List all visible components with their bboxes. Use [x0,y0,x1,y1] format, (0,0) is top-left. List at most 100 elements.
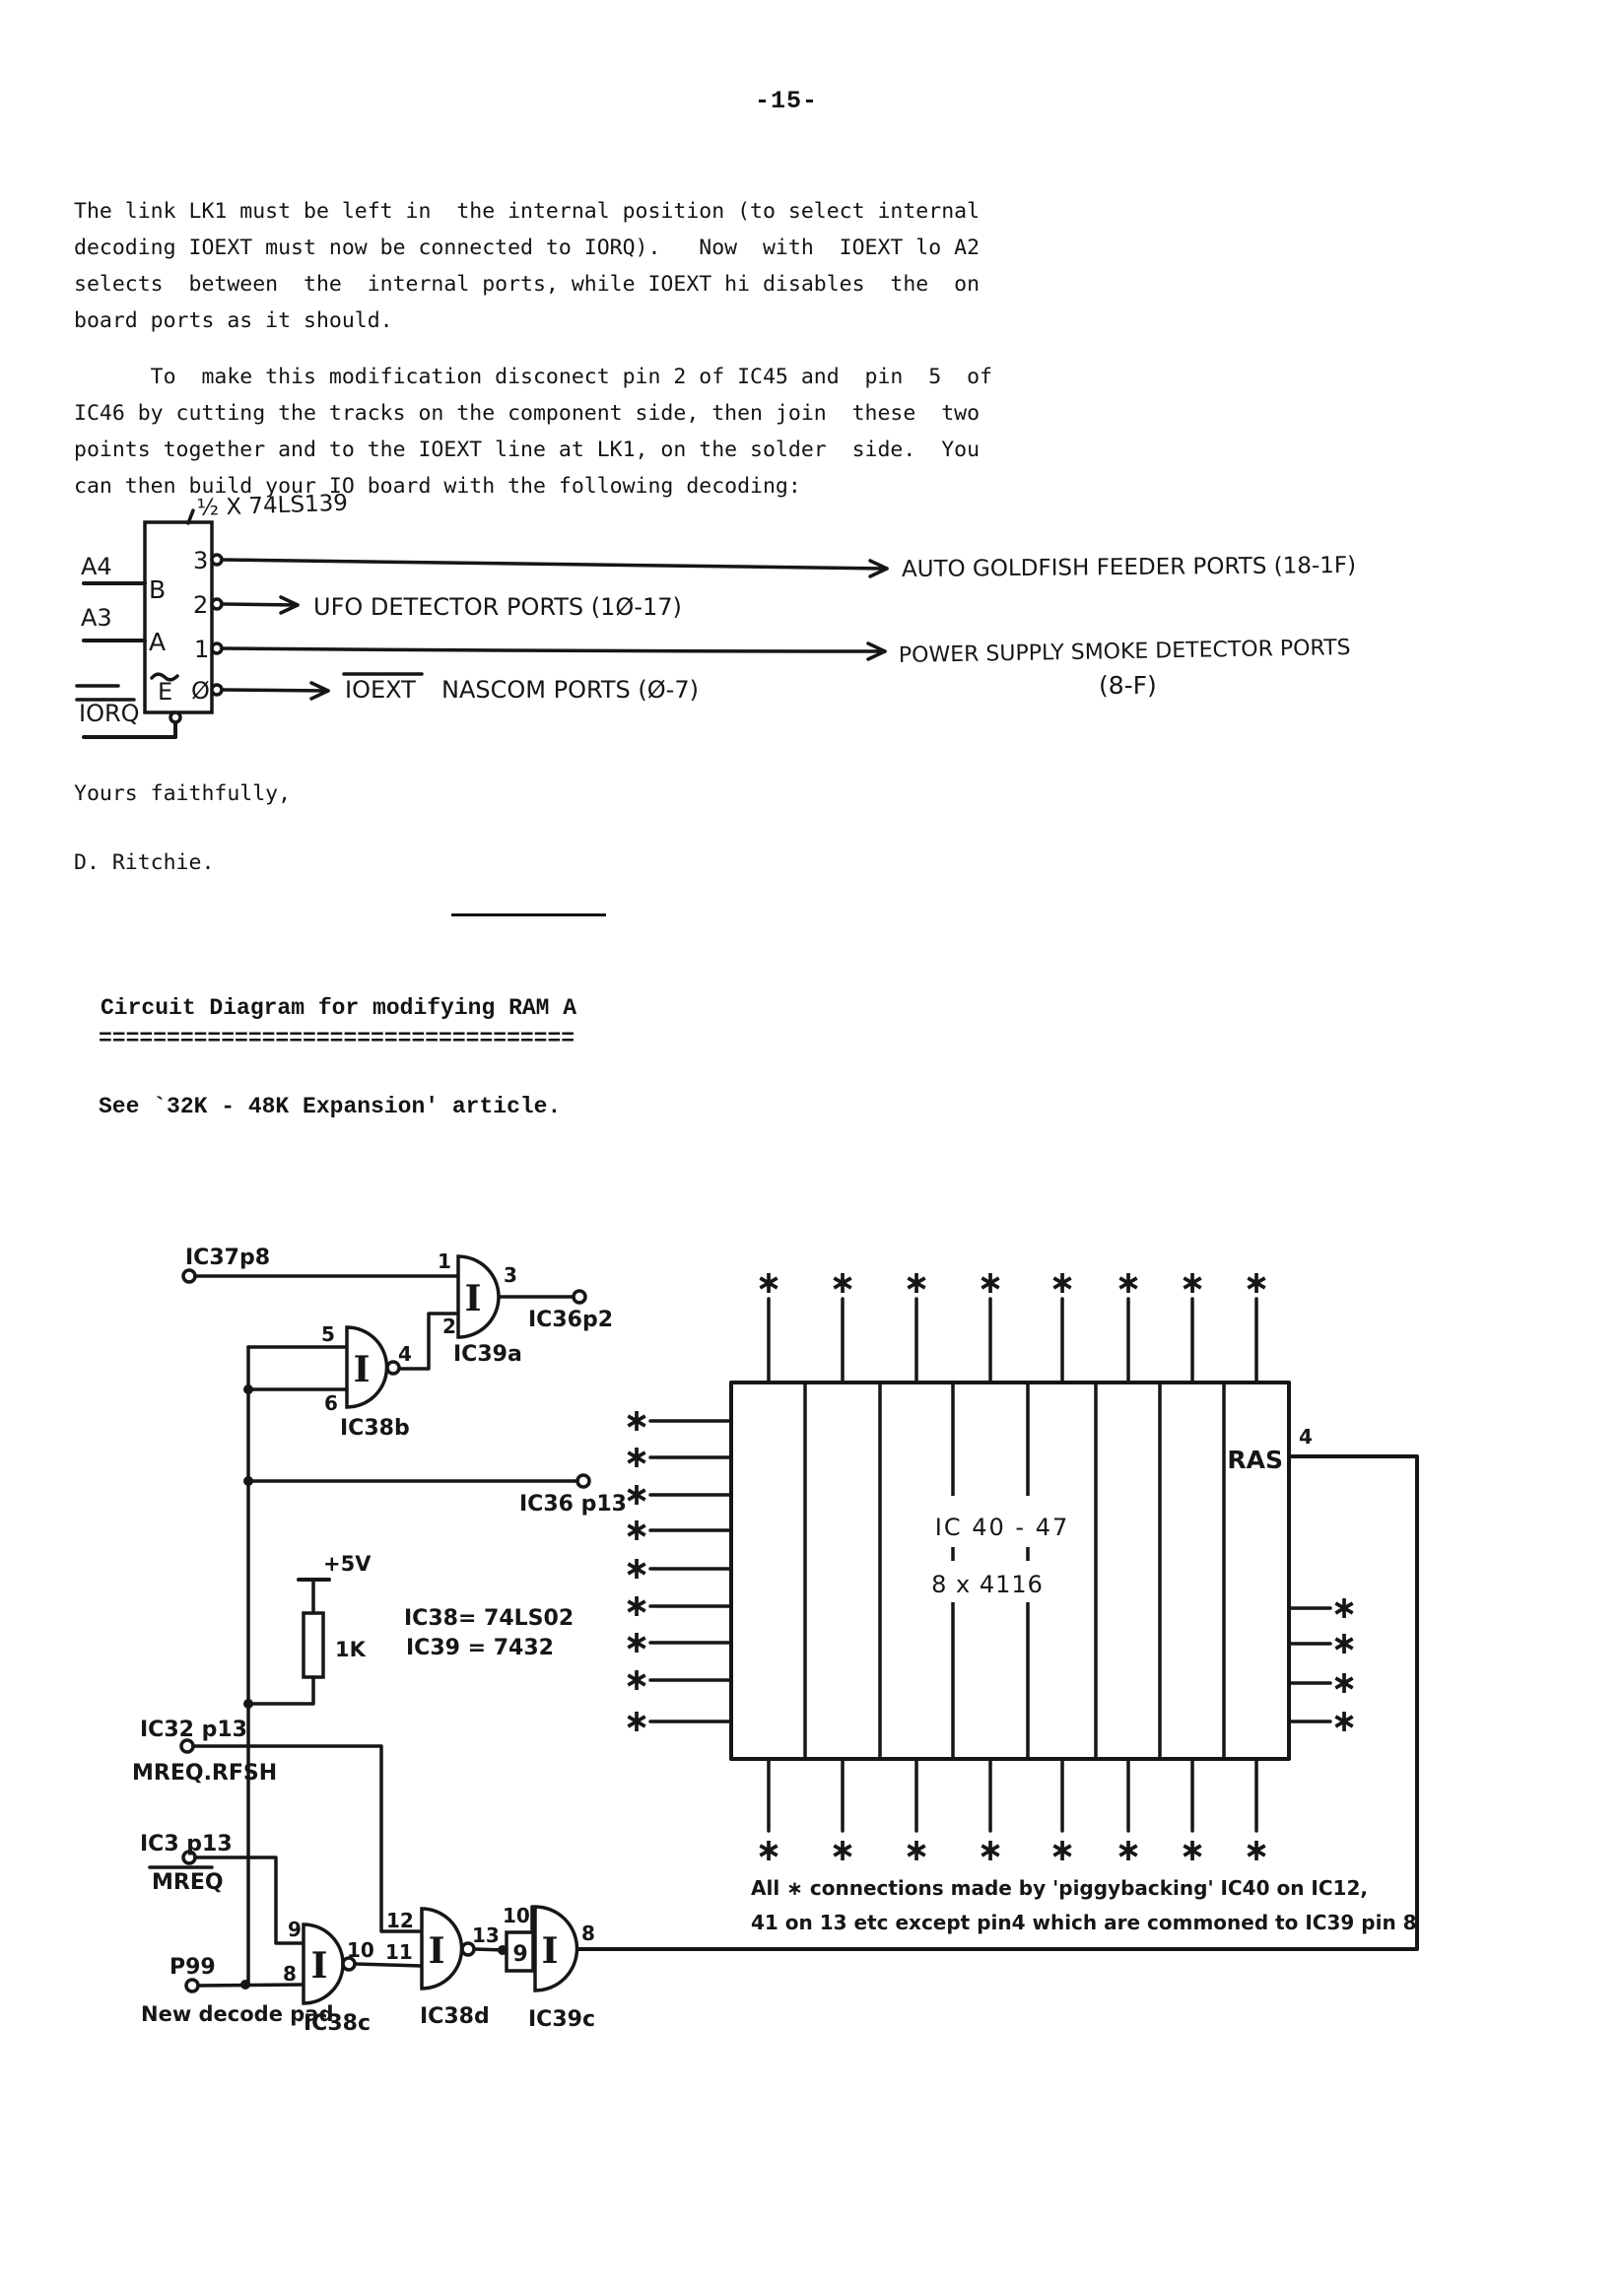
svg-text:∗: ∗ [830,1831,856,1868]
label-ic38b: IC38b [340,1416,410,1441]
gate-symbol: I [354,1349,371,1390]
label-ic39a: IC39a [453,1342,522,1367]
label-ras: RAS [1227,1446,1283,1474]
svg-text:∗: ∗ [624,1702,650,1739]
output-0-label: NASCOM PORTS (Ø-7) [441,676,699,704]
pin-b-label: B [149,575,166,604]
page-number: -15- [755,87,819,115]
svg-text:∗: ∗ [756,1831,782,1868]
svg-text:∗: ∗ [1116,1263,1142,1301]
text-line: To make this modification disconect pin … [74,365,992,389]
output-0-ioext: IOEXT [345,676,416,704]
label-ic36p2: IC36p2 [528,1308,613,1332]
gate-symbol: I [465,1278,482,1319]
input-a4-label: A4 [81,553,112,580]
text-line: points together and to the IOEXT line at… [74,438,981,462]
svg-text:∗: ∗ [978,1263,1004,1301]
gate-symbol: I [311,1945,328,1987]
svg-text:∗: ∗ [1244,1263,1270,1301]
section-title: Circuit Diagram for modifying RAM A [101,995,577,1021]
label-new-decode-pad: New decode pad [141,2002,334,2026]
label-ic38c: IC38c [304,2011,371,2036]
gate-symbol: I [542,1930,559,1972]
svg-text:∗: ∗ [978,1831,1004,1868]
signature: D. Ritchie. [74,850,215,875]
pin-label: 1 [438,1249,451,1273]
svg-text:∗: ∗ [1331,1624,1358,1661]
pin-a-label: A [149,628,166,656]
label-ic39-def: IC39 = 7432 [406,1636,554,1660]
pin-label: 11 [385,1940,413,1964]
ram-diagram: ∗ ∗ ∗ ∗ ∗ ∗ ∗ ∗ ∗ ∗ ∗ ∗ ∗ ∗ ∗ ∗ ∗ ∗ ∗ ∗ [132,1246,1419,2036]
svg-text:∗: ∗ [1331,1663,1358,1701]
pin-2: 2 [193,591,208,619]
pin-label-boxed-9: 9 [512,1942,527,1967]
closing: Yours faithfully, [74,781,292,806]
pin-label: 8 [283,1962,297,1986]
text-line: The link LK1 must be left in the interna… [74,199,981,224]
output-1-label: POWER SUPPLY SMOKE DETECTOR PORTS [899,636,1351,668]
svg-text:∗: ∗ [624,1475,650,1513]
pin-label: 3 [504,1263,517,1287]
pin-label: 10 [347,1938,374,1962]
ram-wires [148,1254,1419,2005]
label-p99: P99 [169,1955,216,1980]
section-divider [451,913,606,916]
label-ic37p8: IC37p8 [185,1246,270,1270]
pin-label: 6 [324,1391,338,1415]
svg-text:∗: ∗ [624,1438,650,1475]
input-a3-label: A3 [81,604,112,632]
svg-text:∗: ∗ [904,1263,930,1301]
output-1-range: (8-F) [1099,671,1157,700]
svg-text:∗: ∗ [1331,1702,1358,1739]
label-mreq-rfsh: MREQ.RFSH [132,1761,277,1786]
label-ic39c: IC39c [528,2007,595,2032]
label-ic3p13: IC3 p13 [140,1832,233,1856]
label-ic38-def: IC38= 74LS02 [404,1606,574,1631]
ram-box-title: IC 40 - 47 [935,1514,1069,1541]
text-line: IC46 by cutting the tracks on the compon… [74,401,981,426]
output-2-label: UFO DETECTOR PORTS (1Ø-17) [313,593,682,621]
gate-symbol: I [429,1930,445,1972]
output-3-label: AUTO GOLDFISH FEEDER PORTS (18-1F) [902,553,1356,582]
pin-label: 4 [398,1342,412,1366]
text-line: decoding IOEXT must now be connected to … [74,236,981,260]
label-mreq: MREQ [152,1870,224,1895]
input-iorq-label: IORQ [79,700,140,727]
svg-text:∗: ∗ [624,1623,650,1660]
pin-3: 3 [193,547,208,574]
svg-text:∗: ∗ [1180,1263,1206,1301]
piggyback-note-line2: 41 on 13 etc except pin4 which are commo… [751,1911,1417,1934]
svg-text:∗: ∗ [904,1831,930,1868]
pin-label: 9 [288,1918,302,1941]
section-title-underline: =================================== [99,1026,575,1051]
svg-text:∗: ∗ [1331,1588,1358,1626]
text-line: selects between the internal ports, whil… [74,272,981,297]
svg-text:∗: ∗ [624,1586,650,1624]
pin-label: 5 [321,1322,335,1346]
svg-text:∗: ∗ [624,1511,650,1548]
label-1k-resistor: 1K [335,1638,367,1661]
label-ic38d: IC38d [420,2004,490,2029]
svg-text:∗: ∗ [624,1660,650,1698]
pin-1: 1 [194,636,209,663]
decoder-chip-label: ½ X 74LS139 [196,491,348,521]
ram-box-subtitle: 8 x 4116 [931,1571,1044,1598]
label-ic32p13: IC32 p13 [140,1718,247,1742]
piggyback-note-line1: All ∗ connections made by 'piggybacking'… [751,1876,1368,1900]
svg-text:∗: ∗ [1244,1831,1270,1868]
text-line: board ports as it should. [74,308,393,333]
svg-text:∗: ∗ [756,1263,782,1301]
pin-label: 10 [503,1904,530,1927]
svg-text:∗: ∗ [1049,1831,1076,1868]
decoder-wires [75,508,889,739]
svg-text:∗: ∗ [1180,1831,1206,1868]
paragraph-1: The link LK1 must be left in the interna… [74,193,980,339]
pin-0: Ø [191,677,210,705]
pin-label-ras: 4 [1299,1425,1313,1449]
svg-text:∗: ∗ [1116,1831,1142,1868]
pin-label: 8 [581,1922,595,1945]
decoder-diagram: ½ X 74LS139 A4 A3 IORQ B A E 3 2 1 Ø AUT… [75,491,1356,739]
